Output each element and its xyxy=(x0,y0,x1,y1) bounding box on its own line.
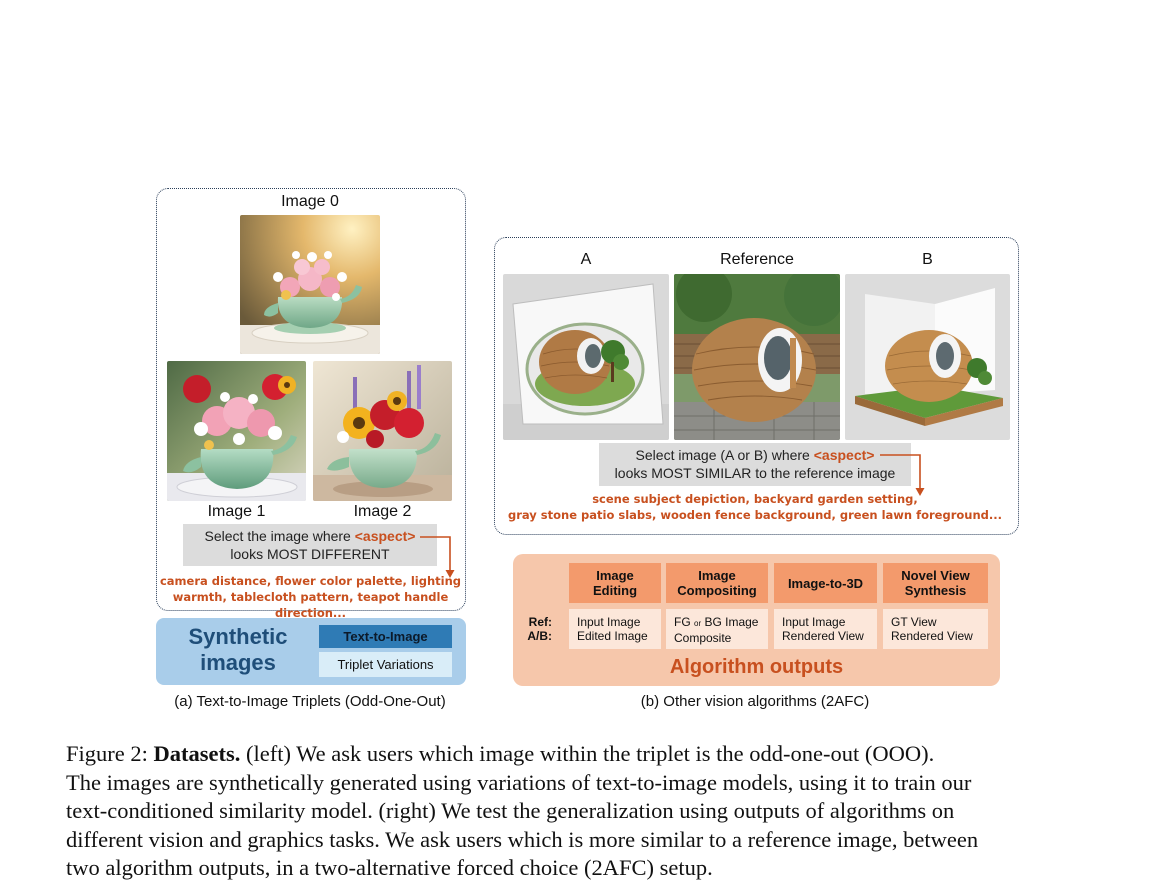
caption-line4: different vision and graphics tasks. We … xyxy=(66,826,979,852)
2afc-panel xyxy=(494,237,1019,535)
header-image-compositing-1: Image xyxy=(698,568,736,583)
header-image-editing-2: Editing xyxy=(592,583,638,598)
cell-image-editing-ref: Input Image xyxy=(577,615,641,629)
text-to-image-cell: Text-to-Image xyxy=(319,625,452,648)
cell-image-to-3d-ab: Rendered View xyxy=(782,629,864,643)
header-novel-view-2: Synthesis xyxy=(904,583,967,598)
cell-compositing-ref-a: FG xyxy=(674,615,694,629)
aspect-examples-right: scene subject depiction, backyard garden… xyxy=(500,491,1010,523)
label-reference: Reference xyxy=(720,251,794,268)
synthetic-title-line2: images xyxy=(200,650,276,675)
aspect-placeholder: <aspect> xyxy=(354,528,416,544)
synthetic-images-title: Synthetic images xyxy=(168,624,308,676)
label-b: B xyxy=(922,251,933,268)
label-a: A xyxy=(580,251,592,268)
caption-prefix: Figure 2: xyxy=(66,741,154,766)
caption-line3: text-conditioned similarity model. (righ… xyxy=(66,798,955,823)
image1-label: Image 1 xyxy=(207,503,266,520)
caption-bold: Datasets. xyxy=(153,741,241,766)
prompt-text-2: looks MOST DIFFERENT xyxy=(230,546,390,562)
aspect-examples-left: camera distance, flower color palette, l… xyxy=(158,573,463,621)
aspect-examples-right-line1: scene subject depiction, backyard garden… xyxy=(592,492,918,506)
header-novel-view-1: Novel View xyxy=(901,568,970,583)
row-label-ref: Ref: xyxy=(528,615,552,629)
image2-label: Image 2 xyxy=(353,503,412,520)
image1-teapot-photo xyxy=(167,361,306,501)
caption-line1: (left) We ask users which image within t… xyxy=(240,741,935,766)
cell-compositing-ab: Composite xyxy=(674,631,732,645)
caption-line5: two algorithm outputs, in a two-alternat… xyxy=(66,855,713,880)
cell-image-compositing: FG or BG Image Composite xyxy=(666,609,768,649)
algorithm-outputs-title: Algorithm outputs xyxy=(669,656,844,678)
row-labels: Ref: A/B: xyxy=(518,615,552,643)
image0-teapot-photo xyxy=(240,215,380,354)
caption-line2: The images are synthetically generated u… xyxy=(66,769,972,795)
row-label-ab: A/B: xyxy=(527,629,552,643)
cell-novel-view-ab: Rendered View xyxy=(891,629,973,643)
aspect-placeholder-right: <aspect> xyxy=(813,447,875,463)
header-image-to-3d: Image-to-3D xyxy=(774,563,877,603)
2afc-prompt: Select image (A or B) where <aspect> loo… xyxy=(599,443,911,486)
image0-label: Image 0 xyxy=(281,193,339,210)
cell-image-editing-ab: Edited Image xyxy=(577,629,648,643)
cell-image-to-3d-ref: Input Image xyxy=(782,615,846,629)
triplet-panel xyxy=(156,188,466,611)
arrow-down-icon xyxy=(420,536,455,578)
subcaption-left: (a) Text-to-Image Triplets (Odd-One-Out) xyxy=(174,693,446,710)
prompt-text: Select the image where xyxy=(204,528,355,544)
aspect-examples-right-line2: gray stone patio slabs, wooden fence bac… xyxy=(508,508,1002,522)
cell-novel-view-ref: GT View xyxy=(891,615,937,629)
aspect-examples-line2: warmth, tablecloth pattern, teapot handl… xyxy=(172,590,449,620)
odd-one-out-prompt: Select the image where <aspect> looks MO… xyxy=(183,524,437,566)
cell-image-to-3d: Input Image Rendered View xyxy=(774,609,877,649)
cell-image-editing: Input Image Edited Image xyxy=(569,609,661,649)
synthetic-title-line1: Synthetic xyxy=(188,624,288,649)
cell-compositing-ref-or: or xyxy=(694,619,702,628)
header-image-compositing-2: Compositing xyxy=(677,583,757,598)
header-image-editing-1: Image xyxy=(596,568,634,583)
image-a-photo xyxy=(503,274,669,440)
prompt-text-right-2: looks MOST SIMILAR to the reference imag… xyxy=(614,465,896,481)
figure-caption: Figure 2: Datasets. (left) We ask users … xyxy=(66,740,1106,883)
image-b-photo xyxy=(845,274,1010,440)
reference-photo xyxy=(674,274,840,440)
image2-teapot-photo xyxy=(313,361,452,501)
arrow-down-icon-right xyxy=(880,454,925,496)
subcaption-right: (b) Other vision algorithms (2AFC) xyxy=(640,693,870,710)
cell-novel-view: GT View Rendered View xyxy=(883,609,988,649)
aspect-examples-line1: camera distance, flower color palette, l… xyxy=(159,574,462,588)
cell-compositing-ref-b: BG Image xyxy=(701,615,759,629)
triplet-variations-cell: Triplet Variations xyxy=(319,652,452,677)
header-image-to-3d-1: Image-to-3D xyxy=(787,575,864,591)
prompt-text-right: Select image (A or B) where xyxy=(635,447,814,463)
